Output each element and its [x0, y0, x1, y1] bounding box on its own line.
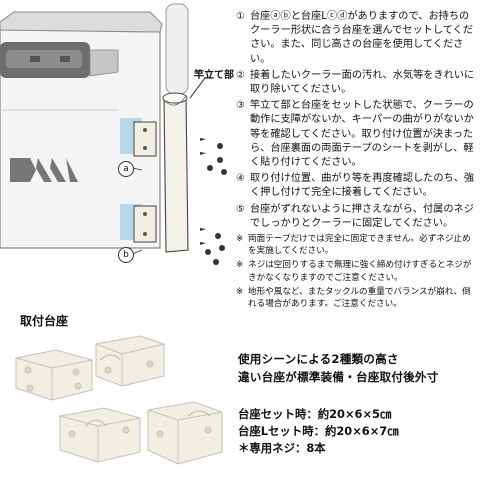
spec-row: 台座Lセット時：約20×6×7㎝ — [238, 424, 399, 438]
rod-holder-callout: 竿立て部 — [194, 70, 234, 81]
base-tall-2 — [147, 401, 223, 465]
step-number: ② — [236, 69, 245, 81]
step-number: ③ — [236, 100, 245, 112]
step-number: ① — [236, 11, 245, 22]
bases-section-title: 取付台座 — [20, 314, 69, 328]
note-text: ネジは空回りするまで無理に強く締め付けすぎるとネジがきかなくなりますのでご注意く… — [248, 260, 472, 283]
mounting-bases-photo — [15, 335, 223, 465]
step-3: ③ 竿立て部と台座をセットした状態で、クーラーの動作に支障がないか、キーパーの曲… — [236, 99, 476, 170]
rod-holder-installation-illustration — [0, 3, 227, 265]
base-flat-1 — [15, 349, 93, 401]
note-2: ※ ネジは空回りするまで無理に強く締め付けすぎるとネジがきかなくなりますのでご注… — [236, 259, 476, 283]
step-number: ④ — [236, 173, 245, 185]
note-mark: ※ — [236, 286, 244, 297]
step-text: 台座ⓐⓑと台座Lⓒⓓがありますので、お持ちのクーラー形状に合う台座を選んでセット… — [250, 11, 474, 65]
installation-instructions: ① 台座ⓐⓑと台座Lⓒⓓがありますので、お持ちのクーラー形状に合う台座を選んでセ… — [236, 10, 476, 310]
step-text: 台座がずれないように押さえながら、付属のネジでしっかりとクーラーに固定してくださ… — [250, 203, 474, 229]
note-text: 両面テープだけでは完全に固定できません。必ずネジ止めを実施してください。 — [248, 234, 471, 257]
step-4: ④ 取り付け位置、曲がり等を再度確認したのち、強く押し付けて完全に接着してくださ… — [236, 172, 476, 200]
base-flat-2 — [59, 407, 141, 463]
step-2: ② 接着したいクーラー面の汚れ、水気等をきれいに取り除いてください。 — [236, 69, 476, 97]
base-tall-1 — [95, 335, 165, 387]
step-5: ⑤ 台座がずれないように押さえながら、付属のネジでしっかりとクーラーに固定してく… — [236, 203, 476, 231]
base-b-label: b — [118, 247, 134, 263]
brand-logo — [10, 158, 78, 182]
spec-headline-1: 使用シーンによる2種類の高さ — [238, 352, 399, 366]
base-a-label: a — [118, 161, 134, 177]
note-1: ※ 両面テープだけでは完全に固定できません。必ずネジ止めを実施してください。 — [236, 233, 476, 257]
step-1: ① 台座ⓐⓑと台座Lⓒⓓがありますので、お持ちのクーラー形状に合う台座を選んでセ… — [236, 10, 476, 67]
step-text: 竿立て部と台座をセットした状態で、クーラーの動作に支障がないか、キーパーの曲がり… — [250, 100, 474, 169]
spec-row: 台座セット時：約20×6×5㎝ — [238, 407, 392, 421]
note-mark: ※ — [236, 234, 244, 245]
note-mark: ※ — [236, 260, 244, 271]
spec-block: 使用シーンによる2種類の高さ 違い台座が標準装備・台座取付後外寸 台座セット時：… — [238, 350, 478, 457]
note-text: 地形や風など、またタックルの重量でバランスが崩れ、倒れる場合があります。ご注意く… — [248, 286, 471, 310]
step-number: ⑤ — [236, 203, 245, 215]
step-text: 取り付け位置、曲がり等を再度確認したのち、強く押し付けて完全に接着してください。 — [250, 173, 475, 199]
step-text: 接着したいクーラー面の汚れ、水気等をきれいに取り除いてください。 — [250, 69, 475, 96]
spec-row: ＊専用ネジ：8本 — [238, 441, 326, 455]
spec-headline-2: 違い台座が標準装備・台座取付後外寸 — [238, 370, 439, 384]
note-3: ※ 地形や風など、またタックルの重量でバランスが崩れ、倒れる場合があります。ご注… — [236, 286, 476, 310]
